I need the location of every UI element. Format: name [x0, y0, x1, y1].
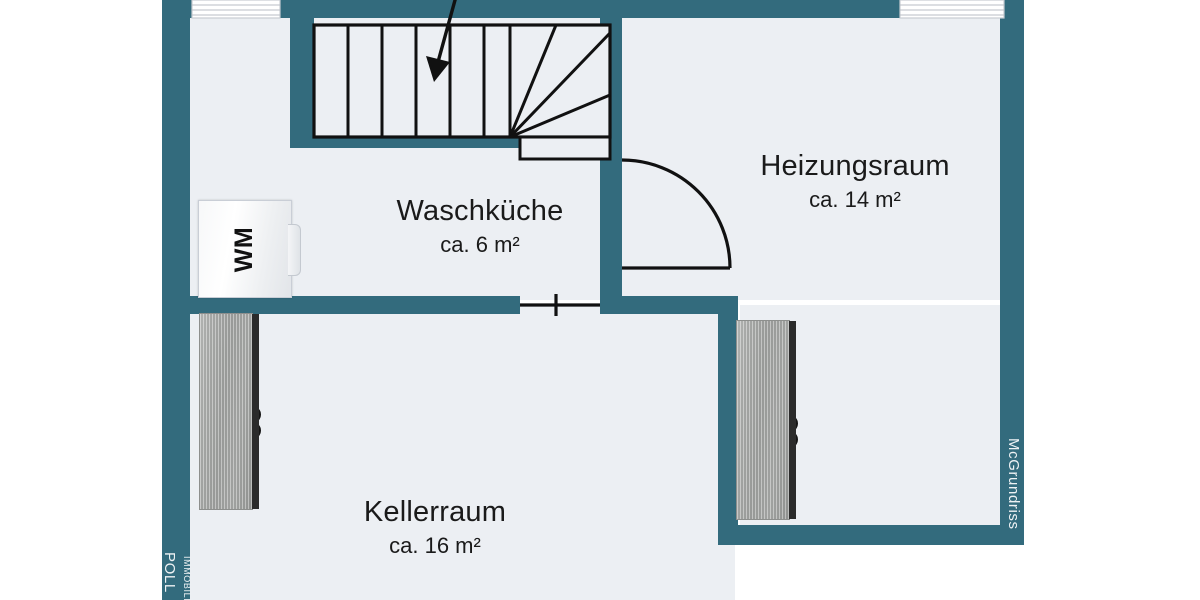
floor-kellerraum — [190, 305, 735, 600]
walls — [162, 0, 1024, 600]
wall-heizung-bottom — [718, 525, 1024, 545]
wardrobe-handle — [789, 433, 798, 446]
window-left — [191, 0, 281, 19]
washing-machine-label: WM — [230, 226, 259, 272]
washing-machine-knob — [288, 224, 301, 276]
wall-wasch-keller-stub — [600, 296, 738, 314]
wardrobe-icon-left — [199, 313, 261, 510]
wall-exterior-right — [1000, 0, 1024, 545]
wardrobe-handle — [252, 408, 261, 421]
wall-stair-left — [290, 18, 314, 148]
wall-wasch-keller — [190, 296, 520, 314]
wardrobe-icon-right — [736, 320, 798, 520]
wall-exterior-left — [162, 0, 190, 600]
wall-exterior-top — [162, 0, 1024, 18]
down-arrow-icon — [426, 0, 457, 82]
wardrobe-handle — [789, 417, 798, 430]
staircase-icon — [312, 0, 612, 161]
door-swing-icon — [621, 158, 732, 270]
window-right — [899, 0, 1005, 19]
passage-opening-icon — [520, 294, 600, 316]
wardrobe-handle — [252, 424, 261, 437]
wall-kellerraum-right — [718, 296, 738, 536]
washing-machine-icon: WM — [198, 200, 301, 298]
